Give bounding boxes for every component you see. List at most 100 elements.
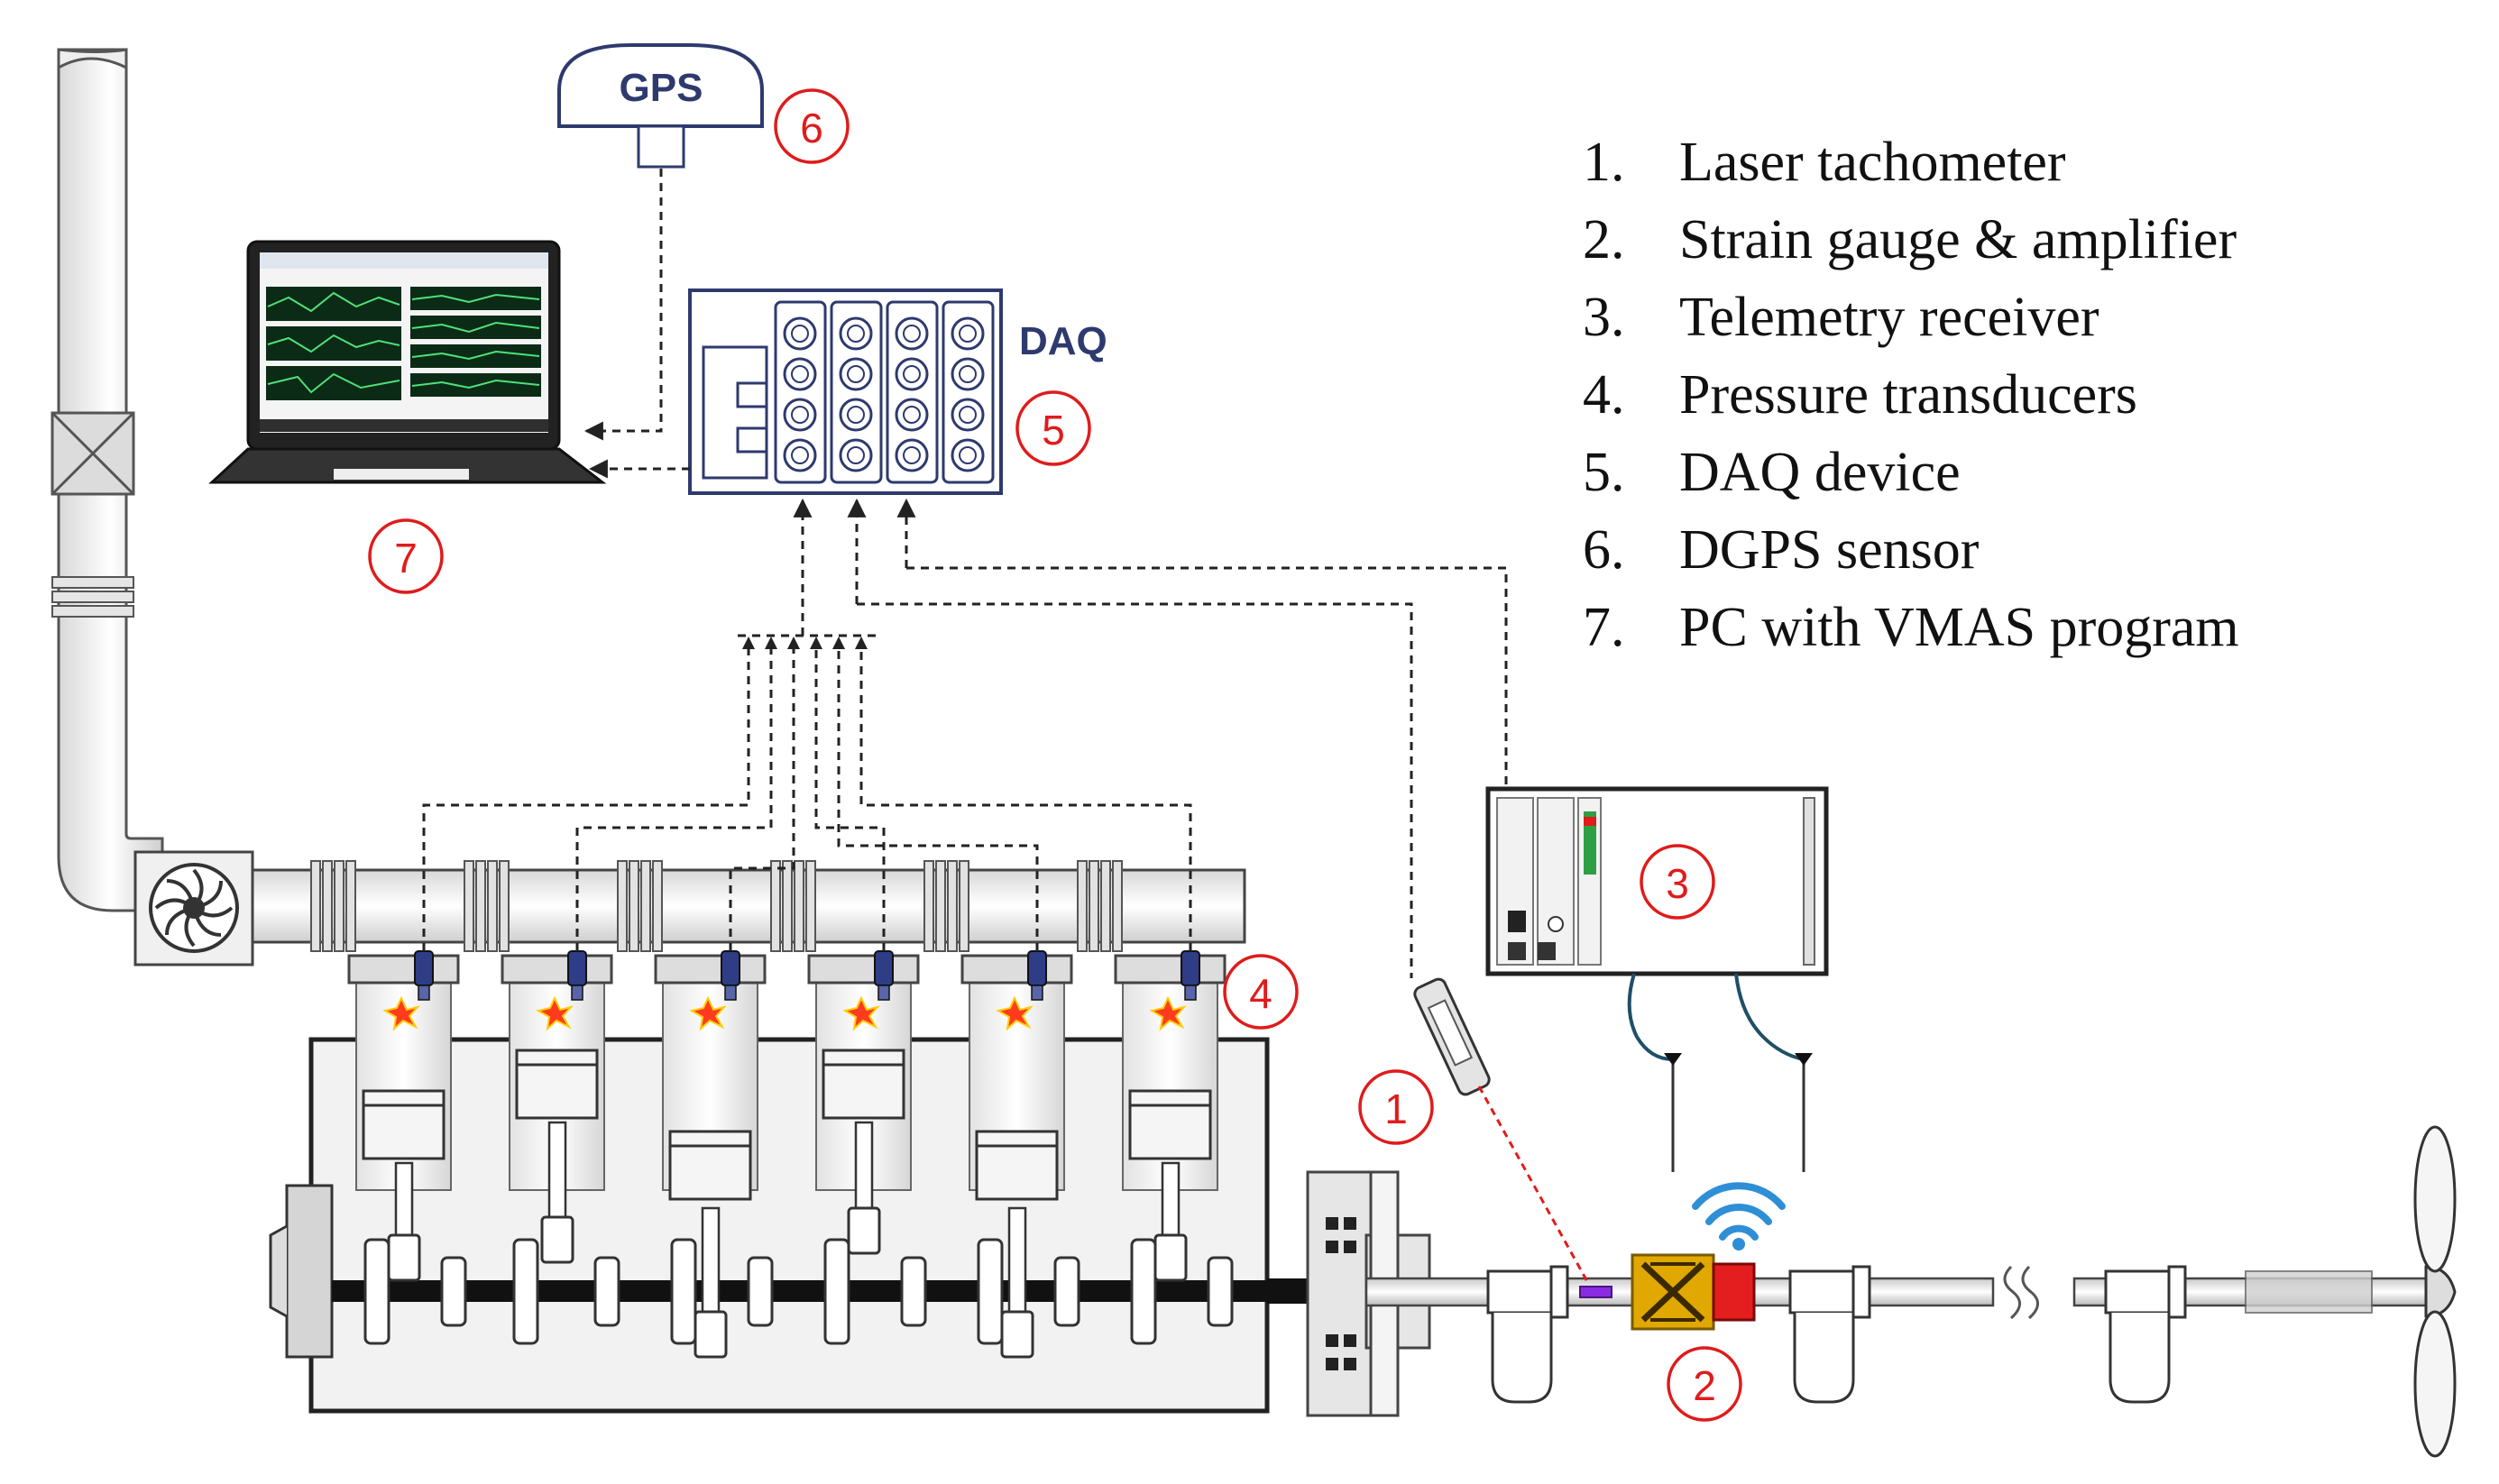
crank-web (977, 1238, 1004, 1345)
laser-tachometer (1413, 977, 1591, 1286)
svg-text:Telemetry receiver: Telemetry receiver (1679, 287, 2099, 348)
manifold-bellows (310, 860, 1123, 952)
telemetry-receiver (1485, 786, 1829, 1172)
connecting-rod (394, 1161, 414, 1237)
marker-6: 6 (774, 88, 850, 164)
daq-modules (774, 300, 995, 484)
pressure-signal-line (729, 640, 795, 951)
arrow-up-icon (787, 637, 800, 649)
svg-text:5.: 5. (1583, 442, 1625, 503)
marker-7: 7 (368, 518, 444, 594)
gps-antenna-icon (557, 43, 764, 128)
crank-web (1207, 1256, 1234, 1327)
crank-web (823, 1238, 850, 1345)
receiver-signal-line (906, 566, 1508, 786)
legend-item: 7. PC with VMAS program (1583, 597, 2239, 658)
piston (515, 1049, 599, 1120)
marker-5: 5 (1015, 390, 1091, 466)
shaft-bearings (1486, 1265, 2187, 1404)
pressure-transducer-icon (1181, 950, 1200, 986)
cylinder-head (960, 954, 1073, 985)
pressure-signal-line (837, 640, 1039, 951)
gps-label: GPS (620, 66, 703, 110)
receiver-antennas (1627, 973, 1805, 1061)
pressure-signal-line (575, 640, 773, 951)
svg-text:Strain gauge & amplifier: Strain gauge & amplifier (1679, 209, 2237, 270)
shaft-bearing-icon (1486, 1265, 1569, 1404)
marker-1: 1 (1358, 1069, 1434, 1145)
crankshaft-webs (363, 1238, 1234, 1345)
svg-text:1.: 1. (1583, 132, 1625, 193)
piston (1128, 1089, 1212, 1160)
arrow-up-icon (765, 637, 777, 649)
big-end (694, 1310, 728, 1359)
exhaust-manifold (251, 860, 1246, 952)
signal-lines (422, 169, 1508, 978)
connecting-rod (701, 1206, 721, 1314)
big-end (387, 1233, 421, 1282)
legend: 1. Laser tachometer 2. Strain gauge & am… (1583, 132, 2239, 658)
pressure-transducer-icon (874, 950, 894, 986)
big-end (1153, 1233, 1188, 1282)
piston (975, 1130, 1059, 1201)
big-end (540, 1215, 574, 1264)
connecting-rod (547, 1121, 567, 1219)
arrow-up-icon (855, 637, 868, 649)
combustion-icon (382, 995, 420, 1031)
shaft-bearing-icon (2104, 1265, 2187, 1404)
combustion-icon (1149, 995, 1187, 1031)
pressure-transducer-icon (567, 950, 587, 986)
marker-4: 4 (1223, 954, 1299, 1030)
number-markers: 6 5 7 3 4 1 2 (368, 88, 1742, 1422)
piston (822, 1049, 905, 1120)
svg-text:5: 5 (1042, 407, 1065, 453)
svg-text:1: 1 (1384, 1086, 1408, 1132)
svg-text:PC with VMAS program: PC with VMAS program (1679, 597, 2239, 658)
svg-text:6: 6 (800, 105, 823, 151)
arrow-up-icon (832, 637, 845, 649)
laptop-pc (208, 240, 607, 484)
connecting-rod (1161, 1161, 1181, 1237)
piston (668, 1130, 752, 1201)
big-end (1000, 1310, 1034, 1359)
cylinder-head (654, 954, 767, 985)
connecting-rod (854, 1121, 874, 1210)
laser-reflector-tape (1579, 1286, 1612, 1298)
cylinder (347, 950, 460, 1282)
cylinder-head (807, 954, 920, 985)
svg-text:3: 3 (1666, 860, 1689, 907)
bellows-segment (617, 860, 663, 952)
shaft-bearing-icon (1788, 1265, 1871, 1404)
daq-module (886, 300, 939, 484)
legend-item: 6. DGPS sensor (1583, 519, 1980, 581)
arrow-up-icon (810, 637, 822, 649)
bellows-segment (1077, 860, 1123, 952)
cylinder-head (1114, 954, 1227, 985)
crank-web (593, 1256, 620, 1327)
engine-block (269, 950, 1270, 1414)
cylinder (1114, 950, 1227, 1282)
svg-text:DGPS sensor: DGPS sensor (1679, 519, 1980, 581)
propeller-icon (2413, 1125, 2457, 1458)
pressure-signal-line (859, 640, 1192, 951)
legend-item: 5. DAQ device (1583, 442, 1961, 503)
arrow-up-icon (742, 637, 755, 649)
bellows-segment (310, 860, 356, 952)
amplifier-icon (1712, 1262, 1756, 1322)
crank-web (440, 1256, 467, 1327)
pressure-transducer-icon (721, 950, 740, 986)
strain-gauge-amplifier (1579, 1182, 1786, 1331)
laptop-screen-waveforms (266, 287, 541, 400)
piston (362, 1089, 446, 1160)
daq-device: DAQ (688, 289, 1107, 495)
crank-web (900, 1256, 927, 1327)
svg-text:7.: 7. (1583, 597, 1625, 658)
svg-text:4.: 4. (1583, 364, 1625, 426)
crank-web (1053, 1256, 1080, 1327)
propeller-shaft (1364, 1265, 2428, 1404)
gps-to-laptop-line (583, 169, 663, 441)
crankshaft (332, 1280, 1270, 1302)
svg-text:2: 2 (1693, 1362, 1716, 1409)
gps-sensor: GPS (557, 43, 764, 169)
